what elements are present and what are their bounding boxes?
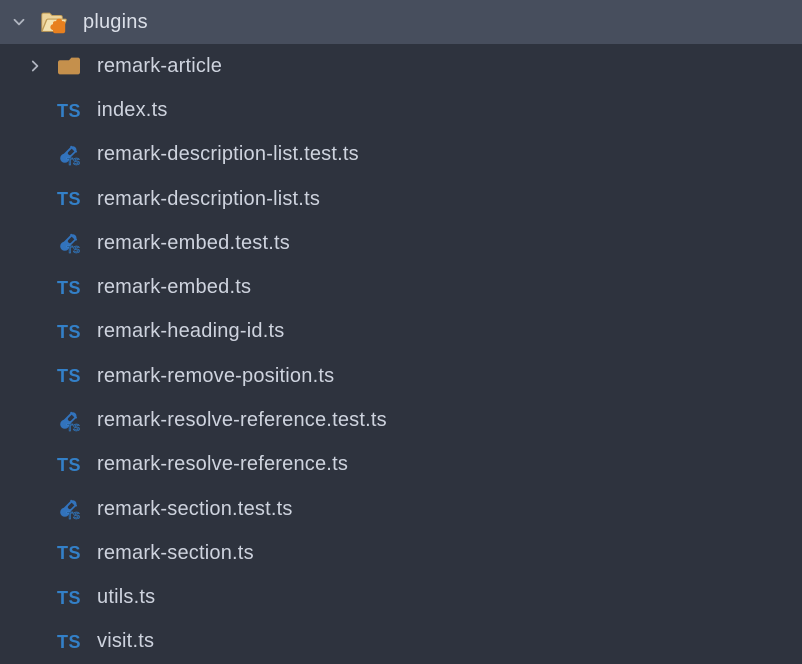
chevron-slot bbox=[26, 575, 54, 619]
typescript-test-file-icon: TS bbox=[60, 499, 80, 521]
tree-row[interactable]: TS TS remark-description-list.ts bbox=[0, 177, 802, 221]
tree-row[interactable]: TS TS remark-section.ts bbox=[0, 531, 802, 575]
folder-icon bbox=[58, 57, 80, 75]
chevron-down-icon[interactable] bbox=[10, 13, 28, 31]
file-label: remark-description-list.test.ts bbox=[97, 143, 359, 166]
icon-slot: TS TS bbox=[54, 221, 84, 265]
chevron-slot bbox=[26, 89, 54, 133]
typescript-file-icon: TS bbox=[56, 631, 81, 652]
test-icon-ts-letters: TS bbox=[67, 156, 80, 167]
chevron-slot bbox=[26, 133, 54, 177]
typescript-file-icon: TS bbox=[56, 277, 81, 298]
file-label: remark-article bbox=[97, 54, 223, 77]
file-label: remark-resolve-reference.ts bbox=[97, 453, 349, 476]
tree-row[interactable]: TS TS remark-resolve-reference.ts bbox=[0, 443, 802, 487]
typescript-file-icon: TS bbox=[56, 189, 81, 210]
chevron-slot bbox=[10, 0, 38, 44]
icon-slot: TS TS bbox=[54, 133, 84, 177]
file-label: remark-embed.test.ts bbox=[97, 231, 290, 254]
test-icon-ts-letters: TS bbox=[67, 244, 80, 255]
icon-slot: TS TS bbox=[54, 44, 84, 88]
file-label: plugins bbox=[83, 10, 148, 33]
tree-row[interactable]: TS TS remark-section.test.ts bbox=[0, 487, 802, 531]
chevron-slot bbox=[26, 620, 54, 664]
chevron-slot bbox=[26, 177, 54, 221]
icon-slot: TS TS bbox=[38, 0, 68, 44]
typescript-test-file-icon: TS bbox=[60, 145, 80, 167]
icon-slot: TS TS bbox=[54, 354, 84, 398]
typescript-file-icon: TS bbox=[56, 100, 81, 121]
test-icon-ts-letters: TS bbox=[67, 421, 80, 432]
tree-row[interactable]: TS TS remark-heading-id.ts bbox=[0, 310, 802, 354]
icon-slot: TS TS bbox=[54, 398, 84, 442]
tree-row[interactable]: TS TS visit.ts bbox=[0, 620, 802, 664]
file-label: remark-section.ts bbox=[97, 541, 254, 564]
chevron-slot bbox=[26, 354, 54, 398]
icon-slot: TS TS bbox=[54, 487, 84, 531]
file-label: visit.ts bbox=[97, 630, 155, 653]
tree-row[interactable]: TS TS remark-remove-position.ts bbox=[0, 354, 802, 398]
tree-row[interactable]: TS TS remark-description-list.test.ts bbox=[0, 133, 802, 177]
typescript-test-file-icon: TS bbox=[60, 234, 80, 255]
icon-slot: TS TS bbox=[54, 620, 84, 664]
chevron-slot bbox=[26, 44, 54, 88]
typescript-test-file-icon: TS bbox=[60, 411, 80, 433]
file-label: remark-heading-id.ts bbox=[97, 320, 285, 343]
typescript-file-icon: TS bbox=[56, 454, 81, 475]
tree-row[interactable]: TS TS remark-resolve-reference.test.ts bbox=[0, 398, 802, 442]
file-label: index.ts bbox=[97, 99, 168, 122]
icon-slot: TS TS bbox=[54, 310, 84, 354]
icon-slot: TS TS bbox=[54, 89, 84, 133]
file-label: remark-description-list.ts bbox=[97, 187, 321, 210]
test-icon-ts-letters: TS bbox=[67, 510, 80, 521]
chevron-slot bbox=[26, 531, 54, 575]
tree-row[interactable]: TS TS remark-article bbox=[0, 44, 802, 88]
file-label: remark-embed.ts bbox=[97, 276, 252, 299]
typescript-file-icon: TS bbox=[56, 321, 81, 342]
file-label: remark-section.test.ts bbox=[97, 497, 293, 520]
chevron-slot bbox=[26, 398, 54, 442]
file-label: remark-resolve-reference.test.ts bbox=[97, 409, 387, 432]
chevron-slot bbox=[26, 443, 54, 487]
typescript-file-icon: TS bbox=[56, 587, 81, 608]
file-label: utils.ts bbox=[97, 586, 156, 609]
chevron-slot bbox=[26, 221, 54, 265]
file-label: remark-remove-position.ts bbox=[97, 364, 335, 387]
icon-slot: TS TS bbox=[54, 575, 84, 619]
icon-slot: TS TS bbox=[54, 177, 84, 221]
tree-row[interactable]: TS TS plugins bbox=[0, 0, 802, 45]
icon-slot: TS TS bbox=[54, 266, 84, 310]
plugin-folder-icon bbox=[41, 12, 67, 34]
chevron-slot bbox=[26, 487, 54, 531]
typescript-file-icon: TS bbox=[56, 543, 81, 564]
chevron-slot bbox=[26, 310, 54, 354]
icon-slot: TS TS bbox=[54, 531, 84, 575]
tree-row[interactable]: TS TS remark-embed.test.ts bbox=[0, 221, 802, 265]
typescript-file-icon: TS bbox=[56, 366, 81, 387]
chevron-slot bbox=[26, 266, 54, 310]
tree-row[interactable]: TS TS remark-embed.ts bbox=[0, 266, 802, 310]
tree-row[interactable]: TS TS index.ts bbox=[0, 89, 802, 133]
icon-slot: TS TS bbox=[54, 443, 84, 487]
tree-row[interactable]: TS TS utils.ts bbox=[0, 575, 802, 619]
chevron-right-icon[interactable] bbox=[26, 57, 44, 75]
